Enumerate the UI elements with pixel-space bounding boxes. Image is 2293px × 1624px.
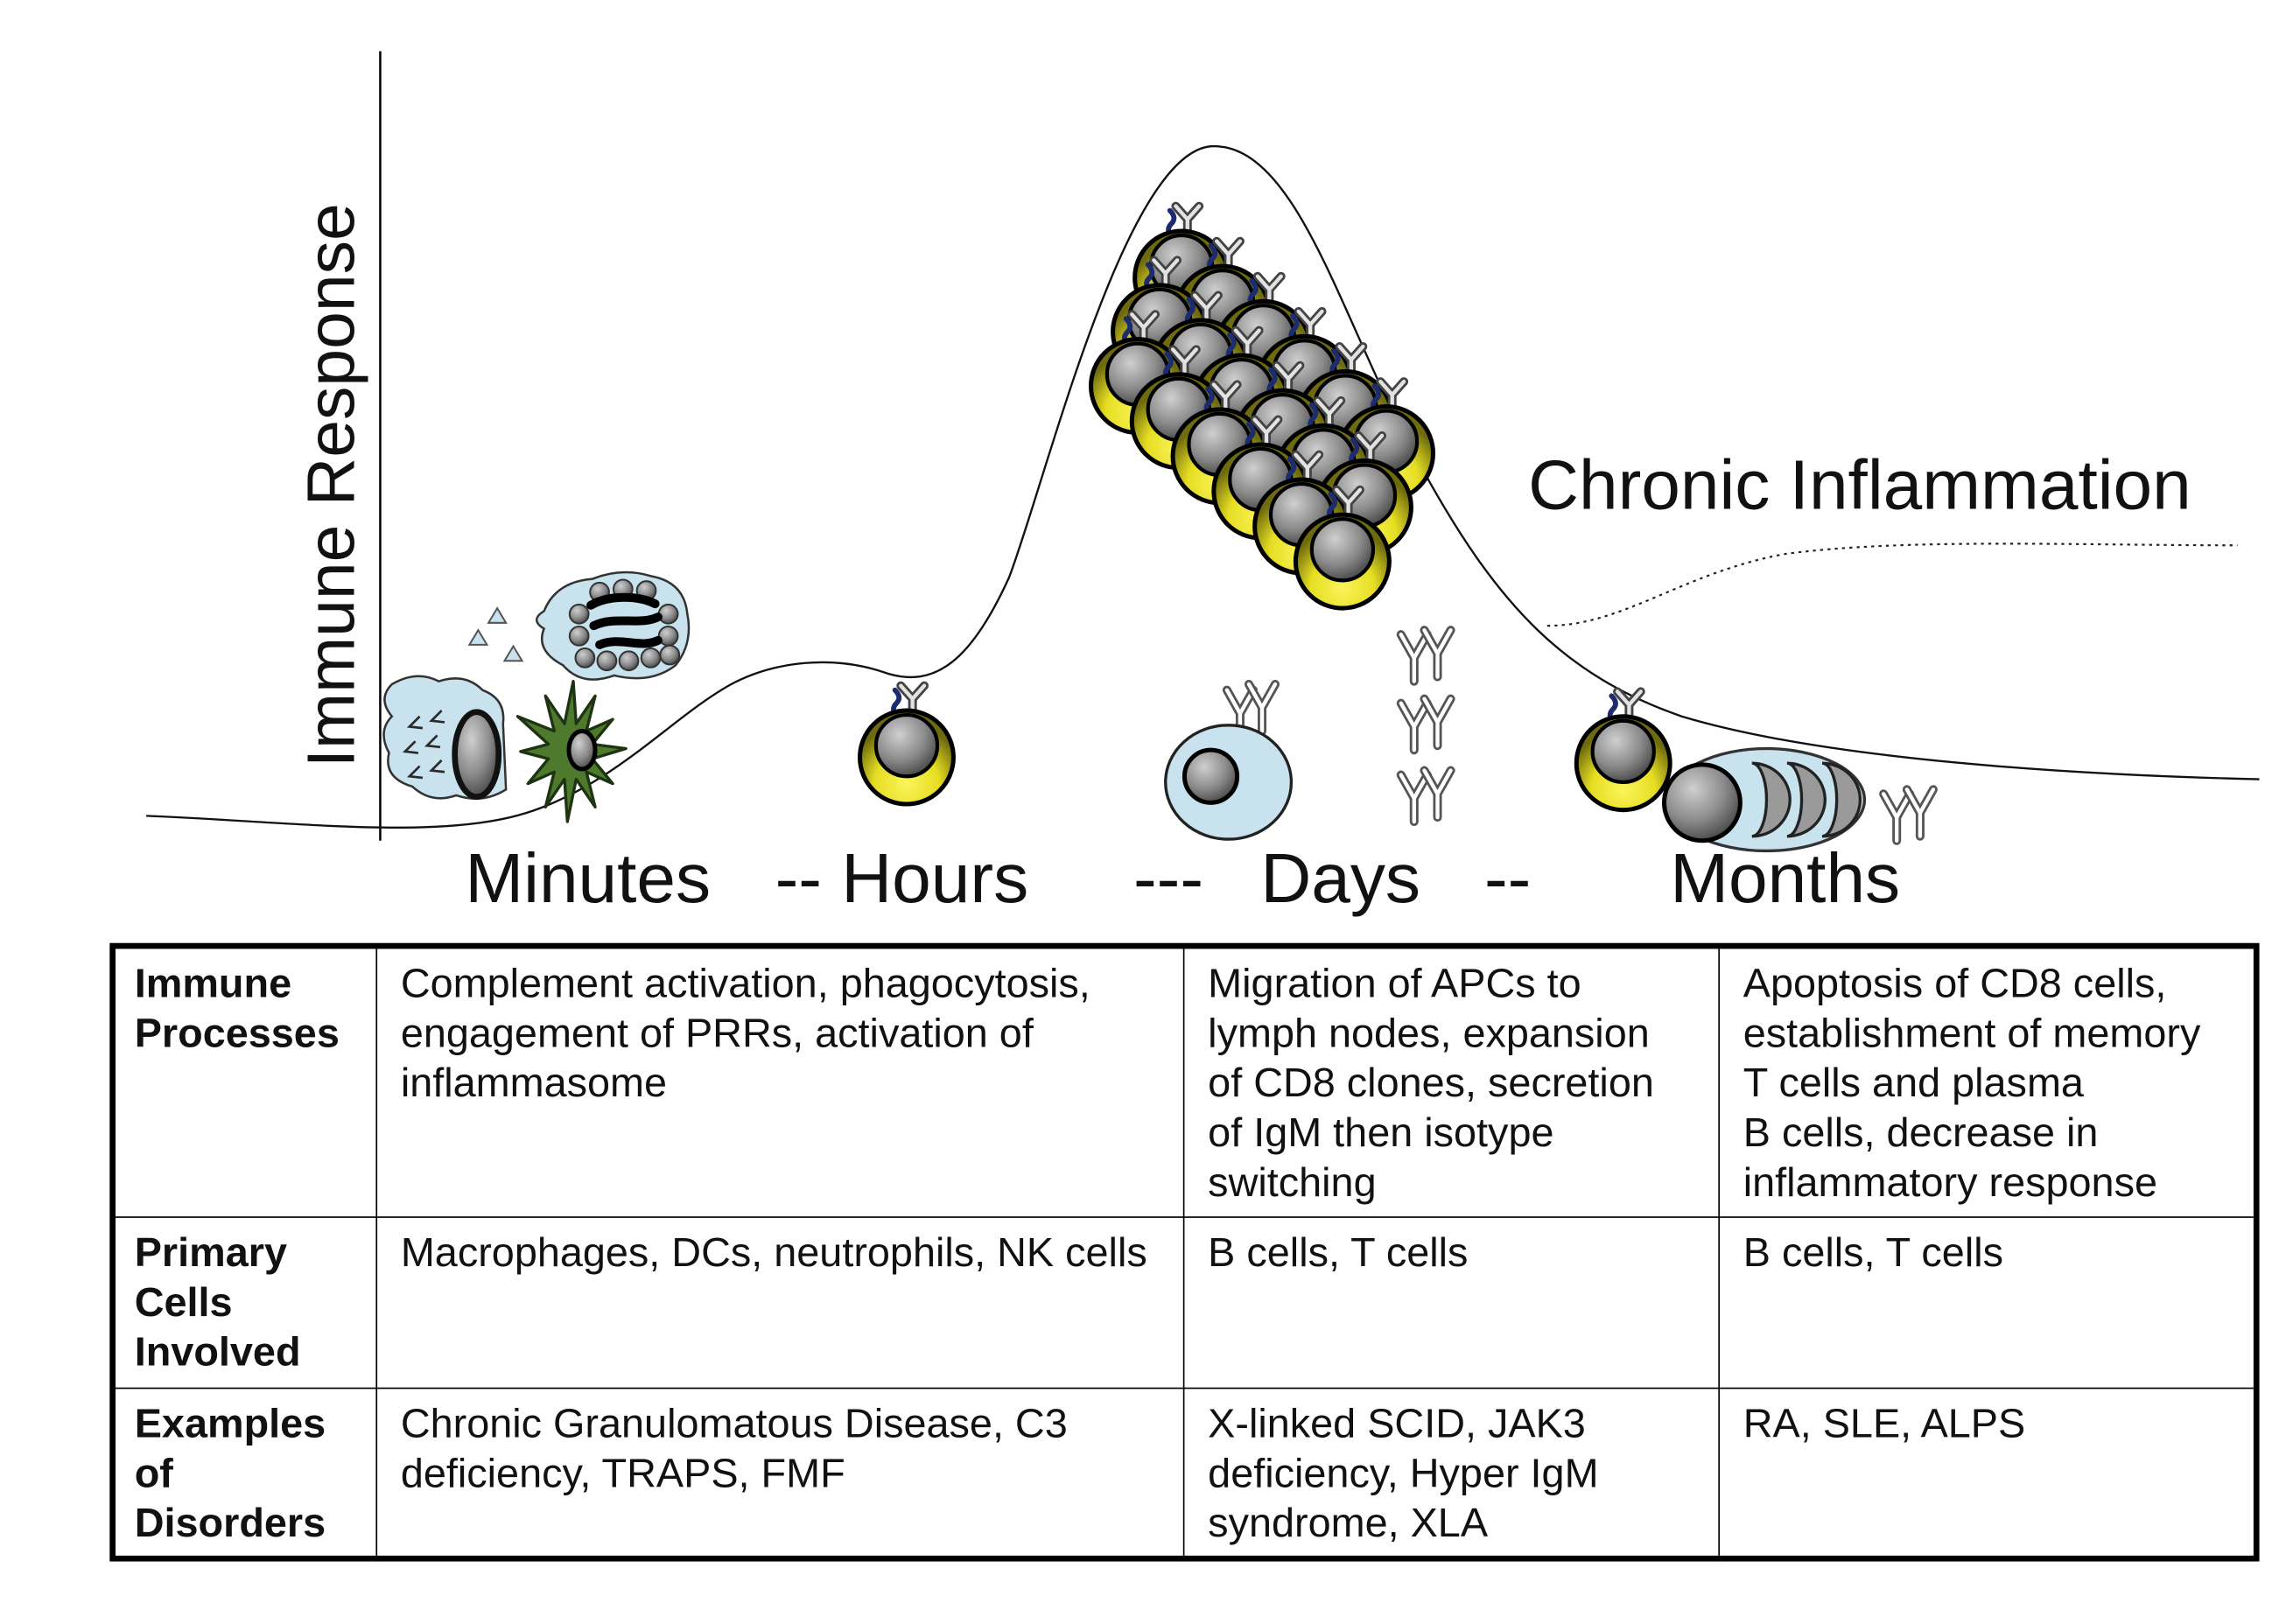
row-header-immune-processes: Immune Processes — [116, 948, 378, 1218]
plasma-cell-reticulum — [1751, 761, 1862, 838]
time-axis-labels: Minutes -- Hours --- Days -- Months — [465, 838, 1900, 917]
dendritic-cell — [515, 679, 628, 823]
plasma-cell-nucleus — [1661, 762, 1743, 844]
complement-fragment — [467, 628, 489, 646]
antibody-icon — [1401, 775, 1427, 822]
neutrophil-cell — [536, 570, 691, 681]
clonal-expansion-cluster — [1091, 206, 1434, 609]
time-label-hours: -- Hours — [775, 838, 1029, 917]
memory-lymphocyte-cell — [1576, 691, 1670, 809]
table-cell: X-linked SCID, JAK3 deficiency, Hyper Ig… — [1184, 1389, 1720, 1556]
summary-table: Immune Processes Complement activation, … — [109, 942, 2260, 1562]
antibody-icon — [1883, 794, 1910, 840]
antibody-icon — [1424, 630, 1450, 676]
time-label-days: Days — [1260, 838, 1420, 917]
antibody-icon — [1424, 699, 1450, 746]
table-cell: Chronic Granulomatous Disease, C3 defici… — [377, 1389, 1185, 1556]
neutrophil-nucleus — [586, 592, 663, 649]
complement-fragments — [467, 606, 524, 662]
antibody-icon — [1249, 684, 1275, 731]
dendritic-cell-nucleus — [566, 728, 598, 772]
table-cell: B cells, T cells — [1184, 1217, 1720, 1390]
row-header-examples-of-disorders: Examples of Disorders — [116, 1389, 378, 1556]
antibody-secreting-cell — [1164, 684, 1294, 841]
antibody-icon — [1907, 789, 1933, 836]
macrophage-granules — [402, 710, 445, 780]
complement-fragment — [502, 644, 524, 662]
table-cell: Complement activation, phagocytosis, eng… — [377, 948, 1185, 1218]
neutrophil-granules — [568, 578, 681, 672]
immune-response-diagram: Immune Response Chronic Inflammation — [146, 51, 2260, 917]
table-cell: Apoptosis of CD8 cells, establishment of… — [1719, 948, 2254, 1218]
antibody-icon — [1401, 704, 1427, 750]
table-cell: Migration of APCs to lymph nodes, expans… — [1184, 948, 1720, 1218]
time-label-separator: --- — [1133, 838, 1203, 917]
time-label-months: Months — [1670, 838, 1900, 917]
lymphocyte-cell — [859, 686, 953, 804]
antibody-secreting-cell-nucleus — [1182, 747, 1240, 805]
chronic-inflammation-curve — [1546, 542, 2238, 627]
complement-fragment — [487, 606, 508, 624]
macrophage-cell — [382, 675, 508, 800]
table-cell: Macrophages, DCs, neutrophils, NK cells — [377, 1217, 1185, 1390]
chronic-inflammation-label: Chronic Inflammation — [1528, 444, 2191, 523]
plasma-cell — [1661, 746, 1867, 853]
macrophage-nucleus — [452, 709, 502, 800]
table-cell: B cells, T cells — [1719, 1218, 2254, 1390]
antibody-icon — [1424, 771, 1450, 817]
time-label-separator: -- — [1484, 838, 1531, 917]
y-axis-label: Immune Response — [293, 203, 368, 767]
row-header-primary-cells: Primary Cells Involved — [116, 1217, 378, 1390]
antibody-icon — [1401, 634, 1427, 681]
table-cell: RA, SLE, ALPS — [1743, 1400, 2026, 1446]
time-label-minutes: Minutes — [465, 838, 711, 917]
